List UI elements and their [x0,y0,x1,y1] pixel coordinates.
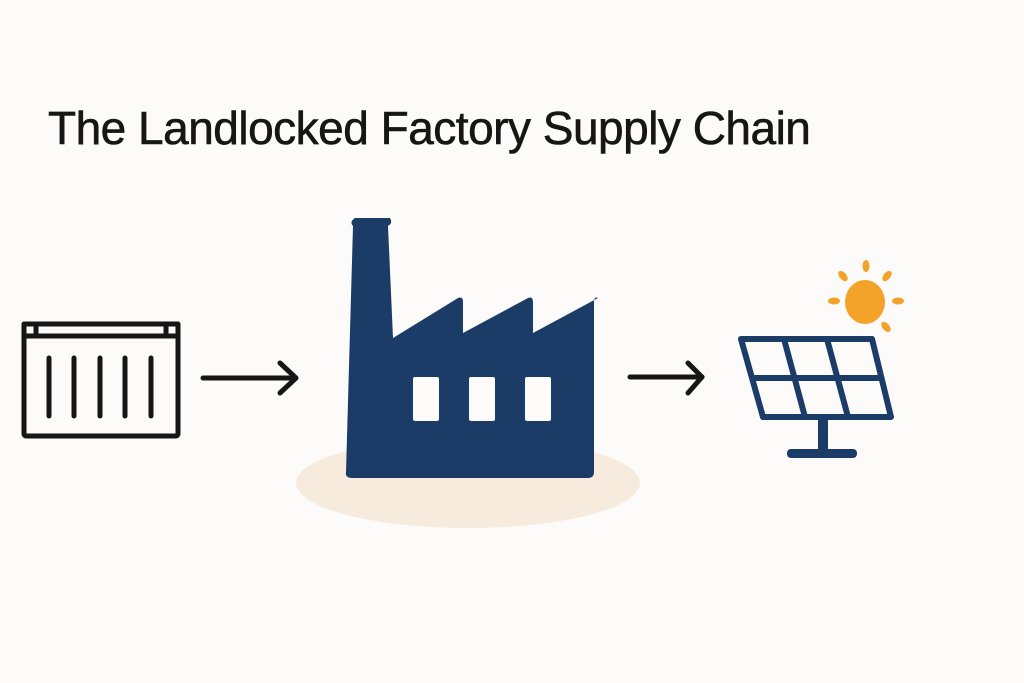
solar-panel-icon [738,336,894,458]
arrow-factory-to-solar [627,360,705,396]
factory-icon [345,218,598,478]
arrow-container-to-factory [200,360,299,396]
factory-window [413,377,439,421]
diagram-title: The Landlocked Factory Supply Chain [48,102,811,155]
shipping-container-icon [21,321,181,439]
factory-window [469,377,495,421]
sun-icon [828,260,904,333]
factory-window [525,377,551,421]
